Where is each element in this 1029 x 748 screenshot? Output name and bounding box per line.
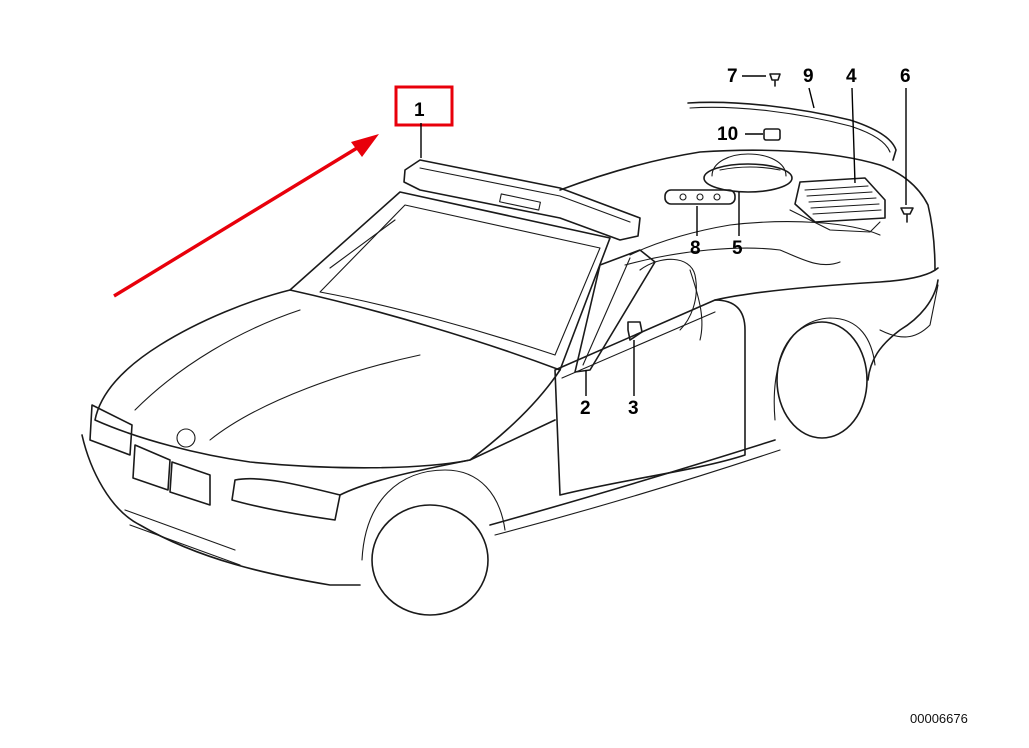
callouts: 1 2 3 4 5 6 7 8 9 10	[414, 66, 911, 419]
speaker-grille	[794, 177, 886, 223]
speaker-grille-base	[789, 209, 881, 233]
hood-crease-2	[134, 309, 301, 411]
rear-wheel	[776, 321, 868, 439]
callout-5: 5	[732, 238, 743, 259]
light-lens	[713, 193, 721, 201]
clip-10	[763, 128, 781, 141]
mirror-mount	[499, 193, 541, 211]
callout-2: 2	[580, 398, 591, 419]
callout-4: 4	[846, 66, 857, 87]
door-top-edge	[561, 311, 716, 379]
callout-3: 3	[628, 398, 639, 419]
part-3-clip	[627, 321, 643, 341]
callout-7: 7	[727, 66, 738, 87]
speaker-grille-hatch	[804, 185, 882, 215]
badge	[176, 428, 196, 448]
windshield-glass-inner	[319, 204, 601, 356]
rear-fender-top	[714, 267, 939, 301]
interior-light-panel	[664, 189, 736, 205]
callout-10: 10	[717, 124, 738, 145]
side-sill	[489, 439, 776, 526]
callout-1: 1	[414, 100, 425, 121]
headlight-left	[89, 404, 133, 456]
leader-4	[851, 87, 856, 184]
speaker-housing-dome	[711, 153, 787, 177]
door-outline	[554, 299, 746, 496]
front-bumper-lower	[124, 509, 241, 566]
highlight-box	[394, 85, 454, 127]
front-wheel-arch	[361, 469, 506, 561]
light-lens	[696, 193, 704, 201]
wiper-line	[329, 219, 396, 269]
console-line	[689, 269, 703, 341]
callout-9: 9	[803, 66, 814, 87]
hood-outline	[94, 289, 561, 469]
speaker-housing	[703, 163, 793, 193]
kidney-grille-left	[132, 444, 171, 491]
rear-bumper	[879, 284, 939, 338]
windshield-glass	[289, 191, 611, 371]
rear-wheel-arch	[773, 317, 876, 421]
highlight-arrow-head	[351, 134, 379, 157]
fastener-6	[900, 207, 914, 223]
clip-7	[769, 73, 781, 87]
leader-9	[808, 87, 815, 109]
speaker-housing-rib	[719, 166, 781, 171]
windshield-frame-inner	[419, 167, 631, 223]
hood-center-crease	[209, 354, 421, 441]
side-sill-lower	[494, 449, 781, 536]
callout-8: 8	[690, 238, 701, 259]
windshield-frame-top	[403, 159, 641, 241]
kidney-grille-right	[169, 461, 211, 506]
diagram-reference-number: 00006676	[910, 711, 968, 726]
highlight-annotation	[113, 85, 454, 298]
interior-outline	[629, 221, 881, 256]
rear-deck	[559, 149, 936, 271]
rear-seat-edge	[624, 247, 841, 266]
trim-strip	[687, 101, 897, 161]
front-fender	[339, 419, 556, 496]
front-wheel	[371, 504, 489, 616]
trim-strip-inner	[689, 106, 891, 153]
car-illustration	[81, 73, 939, 616]
seat-outline	[639, 258, 697, 331]
a-pillar-trim-inner	[582, 257, 631, 366]
headlight-right	[231, 477, 341, 521]
callout-6: 6	[900, 66, 911, 87]
highlight-arrow-shaft	[113, 143, 363, 298]
a-pillar-trim	[574, 249, 656, 373]
light-lens	[679, 193, 687, 201]
rear-fender-lower	[867, 279, 939, 381]
